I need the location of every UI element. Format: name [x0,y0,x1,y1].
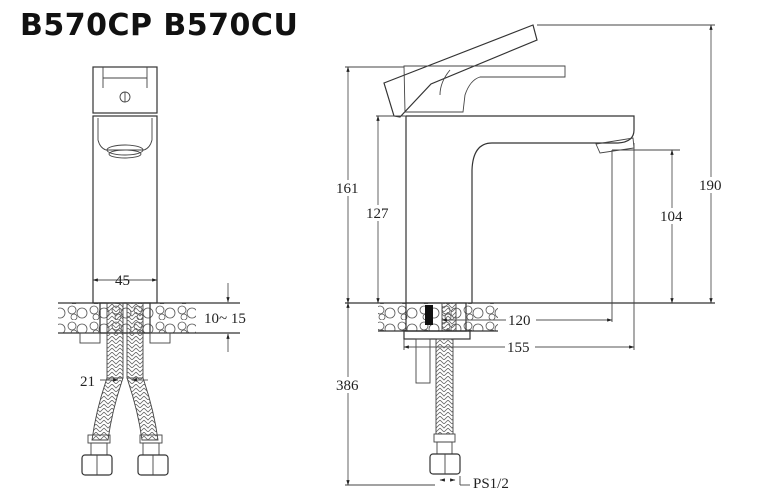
dim-spout-height: 104 [660,209,683,225]
dim-total-height: 190 [699,178,722,194]
dim-body-width: 45 [115,273,130,289]
dim-height-386: 386 [336,378,359,394]
dim-deck-thickness: 10~ 15 [204,311,246,327]
dim-overall-depth: 155 [507,340,530,356]
dim-height-127: 127 [366,206,389,222]
dim-spout-reach: 120 [508,313,531,329]
side-view: PS1/2 161 127 104 190 386 120 155 [335,24,726,492]
dim-hose-spacing: 21 [80,374,95,390]
drawing-title: B570CP B570CU [20,8,299,43]
dim-connection-thread: PS1/2 [473,476,509,492]
dim-height-161: 161 [336,181,359,197]
front-view: 45 21 10~ 15 [58,66,246,476]
